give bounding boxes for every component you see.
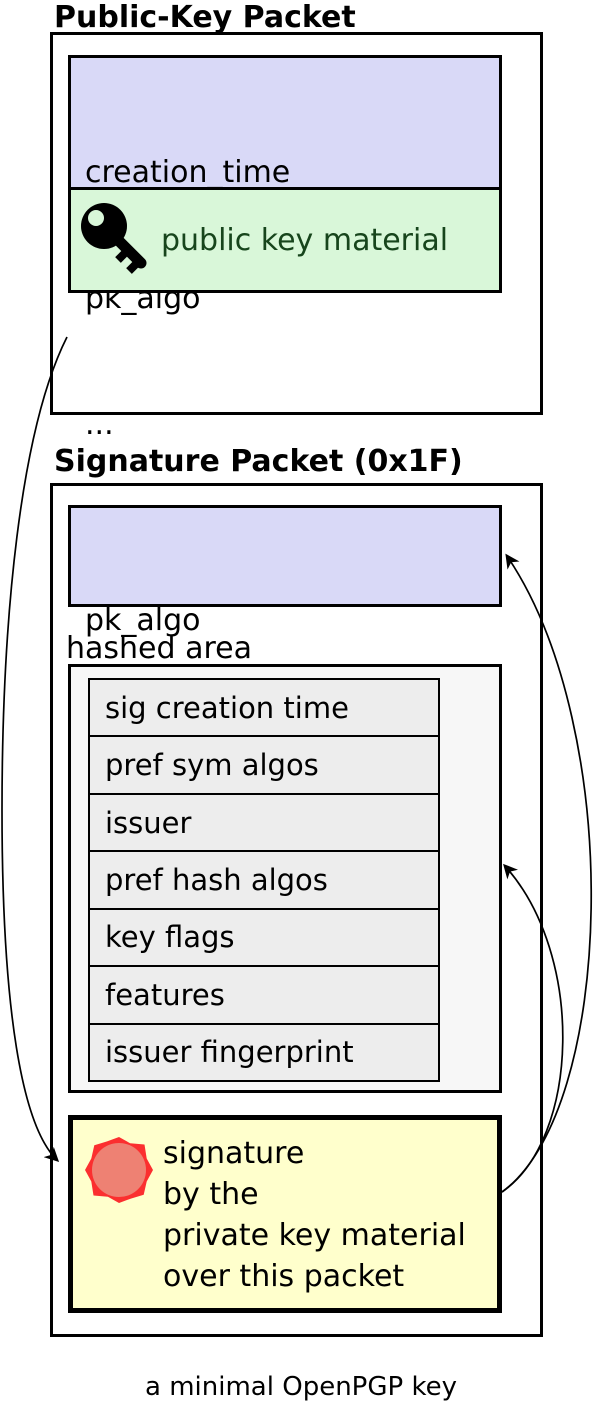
signature-line-1: signature [163,1136,305,1171]
field-sig-pk-algo: pk_algo [85,603,201,638]
subpacket-row-issuer-fingerprint: issuer fingerprint [90,1024,438,1080]
public-key-header-fields-box: creation_time pk_algo ... [68,55,502,442]
subpacket-row-features: features [90,967,438,1025]
subpacket-row-issuer: issuer [90,794,438,853]
signature-algo-fields-box: pk_algo hash_algo [68,505,502,764]
seal-icon [85,1137,153,1203]
subpacket-row-sig-creation-time: sig creation time [90,680,438,738]
key-icon [81,203,147,274]
public-key-packet-title: Public-Key Packet [54,0,356,35]
diagram-caption: a minimal OpenPGP key [145,1372,457,1402]
signature-line-3: private key material [163,1218,466,1253]
signature-line-4: over this packet [163,1259,405,1294]
subpacket-row-pref-hash-algos: pref hash algos [90,852,438,910]
field-ellipsis: ... [85,407,114,442]
signature-line-2: by the [163,1177,259,1212]
hashed-area-label: hashed area [66,631,252,666]
public-key-material-label: public key material [161,222,449,258]
subpacket-row-pref-sym-algos: pref sym algos [90,737,438,795]
signature-packet-title: Signature Packet (0x1F) [54,444,463,479]
hashed-subpackets-table: sig creation time pref sym algos issuer … [88,678,440,1082]
signature-value-box: signature by the private key material ov… [68,1115,502,1313]
field-creation-time: creation_time [85,155,291,190]
subpacket-row-key-flags: key flags [90,909,438,968]
public-key-material-box: public key material [68,187,502,293]
